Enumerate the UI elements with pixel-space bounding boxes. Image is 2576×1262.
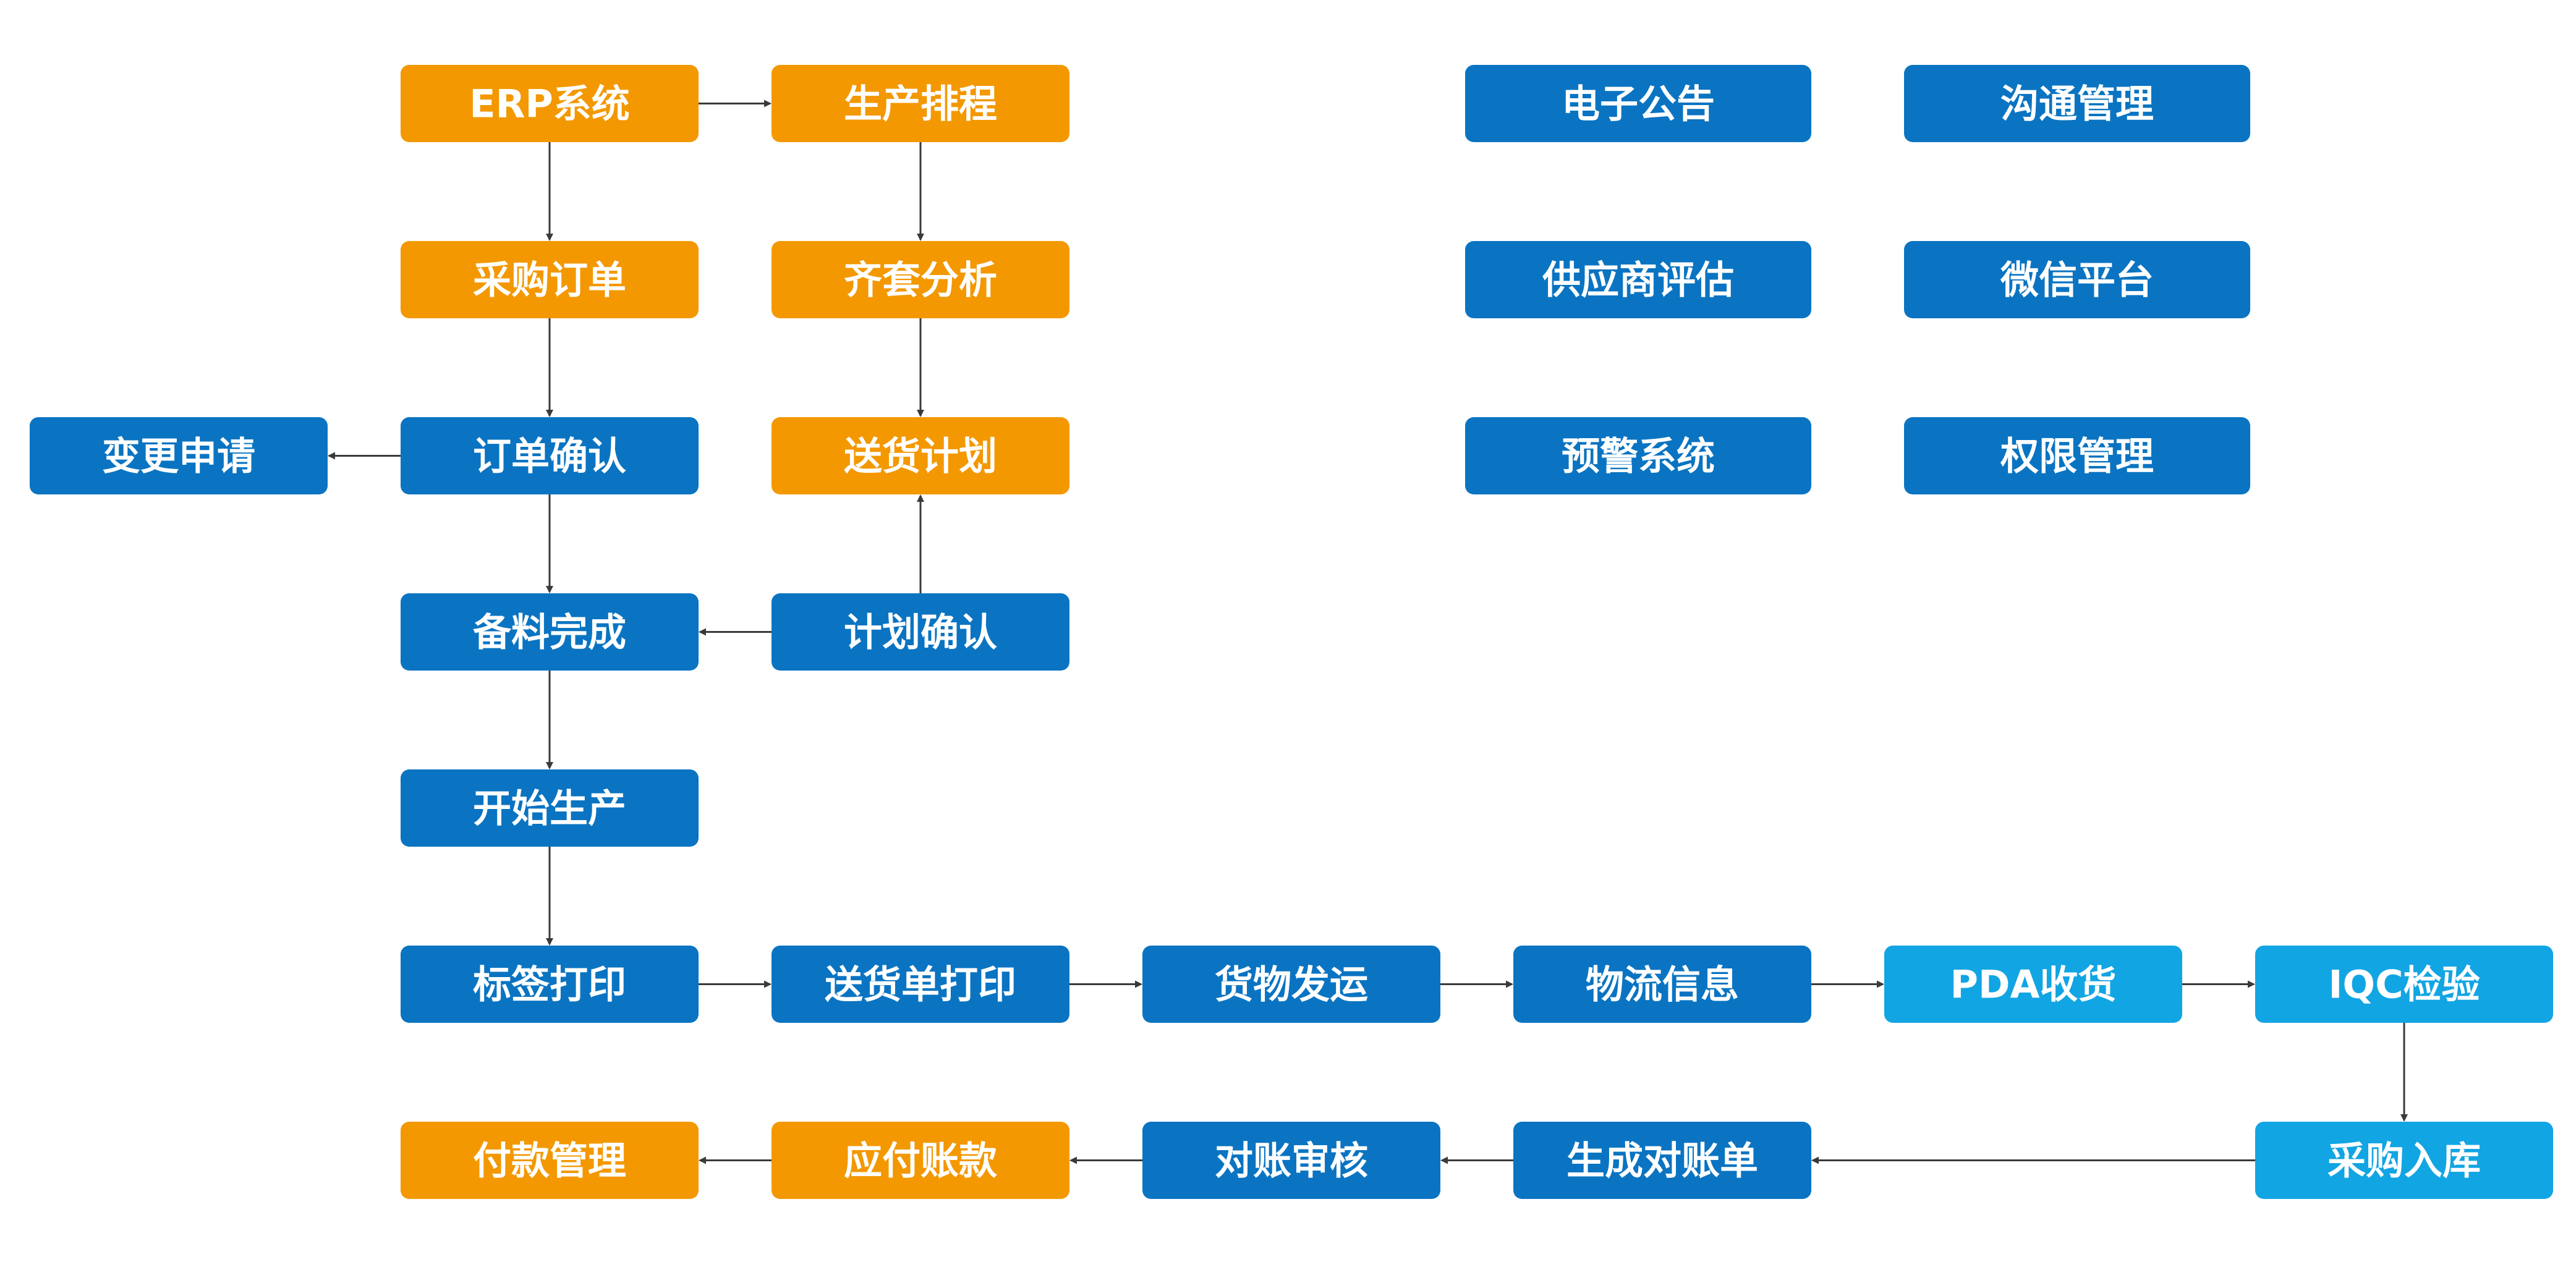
- node-box: [772, 946, 1069, 1023]
- node-label: 送货计划: [844, 434, 997, 479]
- node-po: 采购订单: [401, 241, 699, 318]
- node-iqc: IQC检验: [2255, 946, 2553, 1023]
- node-label: IQC检验: [2328, 962, 2480, 1007]
- node-label: 生成对账单: [1566, 1138, 1758, 1184]
- node-box: [772, 417, 1069, 494]
- node-box: [401, 593, 699, 671]
- node-plan-confirm: 计划确认: [772, 593, 1069, 671]
- node-schedule: 生产排程: [772, 65, 1069, 142]
- node-label: 计划确认: [844, 610, 997, 655]
- node-box: [1513, 946, 1811, 1023]
- node-kit: 齐套分析: [772, 241, 1069, 318]
- node-box: [1465, 417, 1811, 494]
- node-box: [1904, 241, 2250, 318]
- node-label: 物流信息: [1586, 962, 1739, 1007]
- node-box: [2255, 1122, 2553, 1199]
- node-confirm: 订单确认: [401, 417, 699, 494]
- node-box: [401, 769, 699, 847]
- node-logistics: 物流信息: [1513, 946, 1811, 1023]
- node-label: 变更申请: [102, 434, 255, 479]
- node-label: 沟通管理: [2000, 82, 2154, 127]
- node-audit: 对账审核: [1142, 1122, 1440, 1199]
- node-box: [772, 593, 1069, 671]
- node-label: 生产排程: [844, 82, 997, 127]
- node-change: 变更申请: [30, 417, 328, 494]
- node-erp: ERP系统: [401, 65, 699, 142]
- node-box: [1142, 1122, 1440, 1199]
- node-prepared: 备料完成: [401, 593, 699, 671]
- node-perm: 权限管理: [1904, 417, 2250, 494]
- node-box: [1142, 946, 1440, 1023]
- node-label-print: 标签打印: [401, 946, 699, 1023]
- node-label: 权限管理: [2000, 434, 2154, 479]
- node-delivery-plan: 送货计划: [772, 417, 1069, 494]
- node-label: 电子公告: [1562, 82, 1715, 127]
- node-label: 货物发运: [1215, 962, 1368, 1007]
- node-start: 开始生产: [401, 769, 699, 847]
- node-label: 开始生产: [473, 786, 626, 831]
- node-note-print: 送货单打印: [772, 946, 1069, 1023]
- node-box: [1513, 1122, 1811, 1199]
- node-label: 微信平台: [2000, 258, 2154, 303]
- node-label: 预警系统: [1562, 434, 1715, 479]
- node-box: [772, 65, 1069, 142]
- node-box: [30, 417, 328, 494]
- node-label: 采购入库: [2327, 1138, 2481, 1184]
- node-alert: 预警系统: [1465, 417, 1811, 494]
- node-payment: 付款管理: [401, 1122, 699, 1199]
- node-statement: 生成对账单: [1513, 1122, 1811, 1199]
- node-label: 应付账款: [844, 1138, 997, 1184]
- node-box: [401, 946, 699, 1023]
- node-box: [1465, 65, 1811, 142]
- node-label: 供应商评估: [1542, 258, 1734, 303]
- node-label: 采购订单: [473, 258, 626, 303]
- node-box: [401, 65, 699, 142]
- node-payable: 应付账款: [772, 1122, 1069, 1199]
- node-box: [772, 1122, 1069, 1199]
- node-box: [401, 241, 699, 318]
- node-box: [2255, 946, 2553, 1023]
- node-pda: PDA收货: [1884, 946, 2182, 1023]
- node-label: 对账审核: [1215, 1138, 1368, 1184]
- node-box: [401, 1122, 699, 1199]
- node-comm: 沟通管理: [1904, 65, 2250, 142]
- node-box: [1465, 241, 1811, 318]
- node-box: [772, 241, 1069, 318]
- node-label: 送货单打印: [825, 962, 1016, 1007]
- node-label: 付款管理: [473, 1138, 626, 1184]
- node-label: 订单确认: [473, 434, 626, 479]
- node-label: PDA收货: [1950, 962, 2117, 1007]
- node-label: 备料完成: [473, 610, 626, 655]
- node-box: [401, 417, 699, 494]
- node-box: [1904, 417, 2250, 494]
- node-box: [1884, 946, 2182, 1023]
- node-wechat: 微信平台: [1904, 241, 2250, 318]
- node-notice: 电子公告: [1465, 65, 1811, 142]
- edges-layer: [328, 100, 2408, 1164]
- node-ship: 货物发运: [1142, 946, 1440, 1023]
- node-stockin: 采购入库: [2255, 1122, 2553, 1199]
- node-box: [1904, 65, 2250, 142]
- node-label: 标签打印: [473, 962, 626, 1007]
- node-label: 齐套分析: [844, 258, 997, 303]
- node-eval: 供应商评估: [1465, 241, 1811, 318]
- node-label: ERP系统: [469, 82, 630, 127]
